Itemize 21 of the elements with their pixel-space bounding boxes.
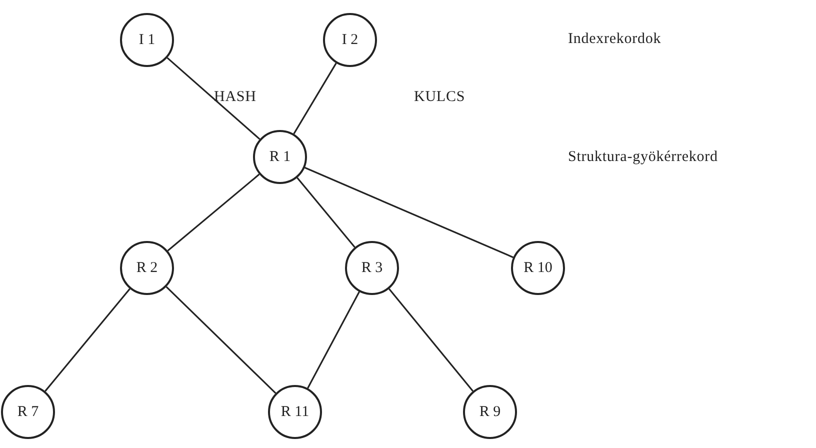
annotation-text: Struktura-gyökérrekord bbox=[568, 148, 718, 167]
connector-line bbox=[44, 288, 130, 392]
node-label: I 2 bbox=[342, 30, 358, 50]
node-label: R 10 bbox=[524, 258, 552, 278]
node-label: R 3 bbox=[361, 258, 383, 278]
connector-line bbox=[388, 288, 474, 392]
annotation-text: KULCS bbox=[414, 88, 466, 107]
connector-line bbox=[293, 62, 337, 134]
node-label: R 2 bbox=[136, 258, 158, 278]
node-label: R 11 bbox=[280, 402, 310, 422]
connector-line bbox=[296, 177, 356, 248]
node-label: R 1 bbox=[269, 148, 291, 167]
annotation-text: HASH bbox=[214, 88, 256, 107]
connector-line bbox=[166, 57, 260, 140]
connector-line bbox=[167, 174, 260, 252]
connector-line bbox=[166, 286, 276, 394]
node-label: I 1 bbox=[138, 30, 156, 50]
connector-line bbox=[307, 291, 360, 389]
annotation-text: Indexrekordok bbox=[568, 30, 662, 49]
node-label: R 9 bbox=[479, 402, 501, 422]
node-label: R 7 bbox=[17, 402, 39, 422]
